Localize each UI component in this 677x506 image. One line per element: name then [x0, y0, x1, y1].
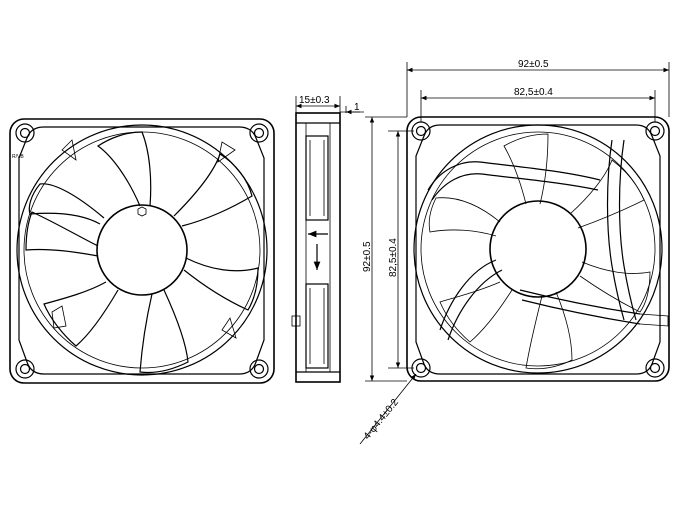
hole-spec-label: 4-φ4.4±0.2: [362, 397, 401, 442]
rear-fan-bore: [413, 124, 663, 374]
overall-height-dimension: 92±0.5: [362, 116, 407, 382]
front-strut-tabs: [51, 139, 237, 339]
offset-label: 1: [354, 102, 360, 113]
corner-mark-label: R/VB: [12, 154, 24, 160]
front-frame-outer: [9, 118, 275, 384]
rear-mount-holes: [411, 121, 665, 378]
side-frame-outer: [295, 112, 341, 383]
side-blade-upper: [305, 135, 329, 221]
front-frame-inner: [18, 126, 265, 375]
rear-frame-outer: [406, 116, 670, 382]
rear-frame-inner: [415, 124, 661, 375]
thickness-label: 15±0.3: [299, 95, 330, 106]
hole-pitch-height-label: 82,5±0.4: [388, 238, 399, 277]
rear-blades: [428, 133, 651, 370]
hole-pitch-width-label: 82,5±0.4: [514, 87, 553, 98]
overall-height-label: 92±0.5: [362, 241, 373, 272]
thickness-dimension: 15±0.3: [295, 95, 341, 113]
hole-leader: 4-φ4.4±0.2: [359, 373, 417, 445]
rear-hub: [489, 200, 587, 298]
front-fan-bore: [16, 124, 268, 376]
front-mount-holes: [15, 123, 269, 379]
hole-pitch-height-dimension: 82,5±0.4: [388, 130, 414, 369]
hole-pitch-width-dimension: 82,5±0.4: [420, 87, 656, 122]
side-view: 15±0.3 1: [291, 95, 364, 383]
front-hub-marker: [137, 206, 147, 217]
front-view: R/VB: [9, 118, 275, 384]
rear-view: 92±0.5 82,5±0.4 92±0.5 82,5±0.4 4-φ4.4±0…: [359, 59, 670, 445]
overall-width-label: 92±0.5: [518, 59, 549, 70]
overall-width-dimension: 92±0.5: [406, 59, 670, 117]
offset-dimension: 1: [340, 102, 364, 115]
front-blades: [25, 131, 259, 374]
rear-struts: [427, 139, 669, 341]
front-hub: [96, 204, 188, 296]
side-cable-exit: [291, 315, 301, 327]
rear-fan-bore-inner: [420, 131, 656, 367]
side-blade-lower: [305, 283, 329, 369]
